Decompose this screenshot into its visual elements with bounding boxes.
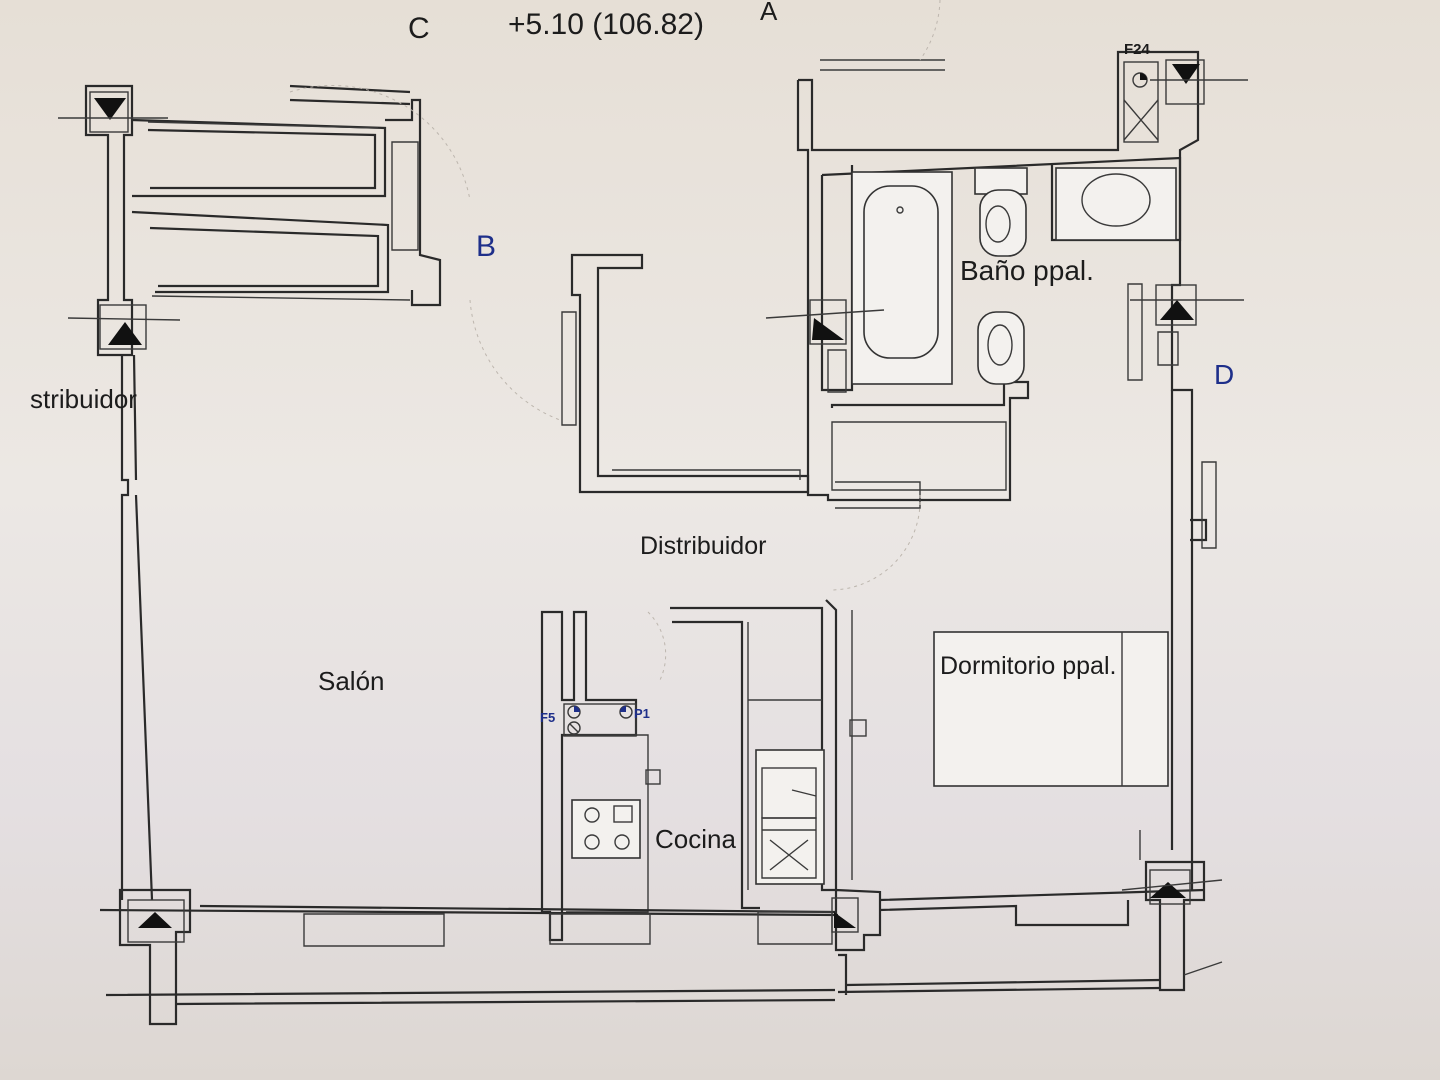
room-label-bedroom: Dormitorio ppal. [940, 652, 1116, 680]
room-label-living: Salón [318, 666, 385, 696]
column-marker-bottom-left [127, 899, 185, 943]
column-marker-top-left [58, 91, 168, 133]
washbasin [1055, 167, 1177, 241]
column-marker-mid-left [67, 304, 181, 350]
column-marker-bath-left [765, 299, 885, 345]
cooktop [571, 799, 641, 859]
section-mark-c: C [408, 12, 430, 45]
bedroom-wall-line [851, 610, 1141, 880]
room-label-hall-center: Distribuidor [640, 532, 766, 560]
section-mark-a: A [760, 0, 778, 26]
room-label-bathroom: Baño ppal. [960, 255, 1094, 286]
column-marker-bath-right [1130, 284, 1244, 326]
elevation-label: +5.10 (106.82) [508, 8, 704, 41]
outlet-marker [645, 769, 661, 785]
right-exterior-wall [1170, 390, 1208, 850]
shaft-code-f24: F24 [1124, 41, 1151, 58]
outlet-marker [849, 719, 867, 737]
room-label-kitchen: Cocina [655, 824, 736, 854]
column-marker-bottom-right [1121, 869, 1223, 905]
room-label-hall-left: stribuidor [30, 384, 137, 414]
f24-shaft [1123, 59, 1248, 143]
code-f5: F5 [540, 710, 555, 725]
toilet [974, 167, 1028, 257]
left-exterior-wall [120, 354, 154, 901]
kitchen-sink [755, 749, 825, 885]
bed [933, 631, 1169, 787]
left-storage-block [84, 84, 442, 357]
bidet [977, 311, 1025, 385]
section-mark-b: B [476, 230, 496, 263]
section-mark-d: D [1214, 359, 1234, 390]
bottom-exterior-wall [99, 860, 1223, 1026]
column-marker-bottom-mid [831, 897, 859, 933]
code-p1: P1 [634, 706, 650, 721]
bathtub [851, 171, 953, 385]
boiler-unit [563, 703, 637, 737]
